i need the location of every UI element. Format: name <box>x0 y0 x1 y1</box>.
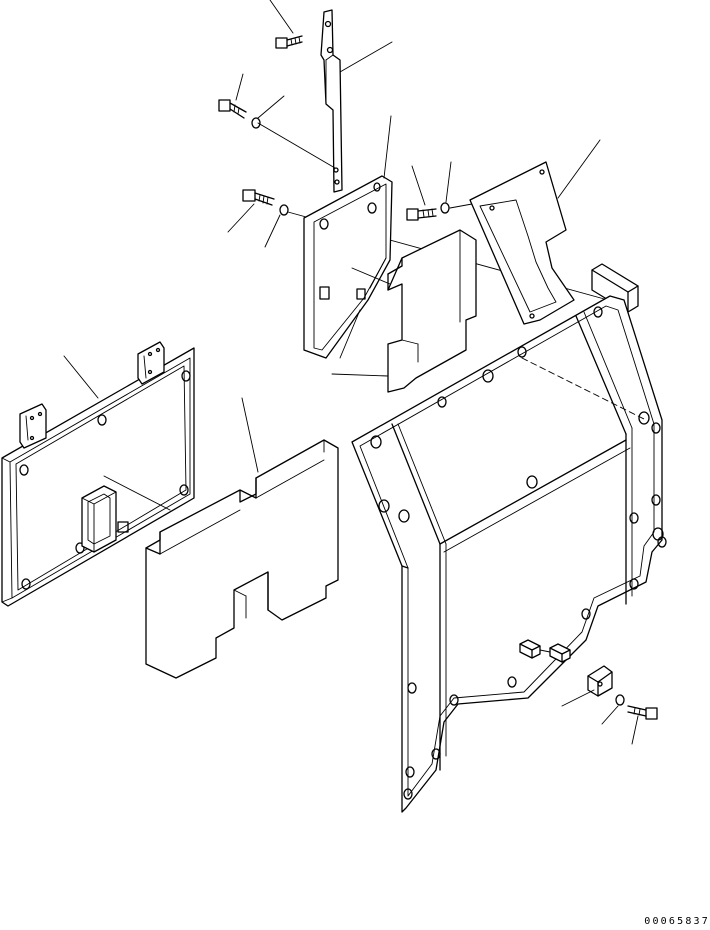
cover-plate <box>469 161 575 325</box>
drawing-number: 00065837 <box>644 916 710 927</box>
leader-bolt-left-lower <box>227 203 255 233</box>
leader-door-frame <box>63 355 99 399</box>
bracket-lower-right <box>587 665 613 697</box>
clip-alignment <box>539 649 551 653</box>
bolt-lower-right <box>627 705 658 720</box>
leader-washer-lower-right <box>601 705 619 725</box>
leader-side-bracket-3 <box>339 309 361 359</box>
alignment-line-right <box>449 203 473 209</box>
washer-left-upper <box>251 117 261 129</box>
leader-insulation-large <box>241 397 259 473</box>
leader-side-bracket <box>383 115 392 179</box>
clip-block-2 <box>549 643 571 663</box>
leader-washer-left-lower <box>264 214 281 248</box>
leader-bolt-right-upper <box>411 165 426 206</box>
door-frame <box>1 341 195 607</box>
bolt-left-upper <box>218 99 247 119</box>
stopper-block <box>591 263 639 313</box>
leader-strap <box>339 41 393 73</box>
leader-insulation-middle <box>331 373 389 377</box>
leader-bracket-lower-right <box>561 689 595 707</box>
leader-bolt-left-upper <box>235 73 244 101</box>
alignment-line-upper <box>257 122 336 169</box>
leader-cover-plate <box>557 139 601 199</box>
leader-side-bracket-2 <box>351 267 391 285</box>
side-bracket-plate <box>303 175 393 359</box>
washer-left-lower <box>279 204 289 216</box>
clip-block-1 <box>519 639 541 659</box>
bolt-right-upper <box>406 208 437 221</box>
leader-bolt-lower-right <box>631 715 639 745</box>
washer-lower-right <box>615 694 625 706</box>
strap-bracket <box>320 9 343 193</box>
leader-washer-right-upper <box>445 161 452 203</box>
insulation-pad-large <box>145 439 339 679</box>
bolt-left-lower <box>242 189 275 206</box>
leader-bolt-top <box>269 0 294 34</box>
insulation-pad-middle <box>387 229 477 393</box>
bolt-top <box>275 35 303 49</box>
leader-door-latch <box>103 475 171 511</box>
hidden-line-panel <box>521 357 647 421</box>
main-panel <box>351 295 667 813</box>
leader-washer-left-upper <box>257 95 285 119</box>
washer-right-upper <box>440 202 450 214</box>
